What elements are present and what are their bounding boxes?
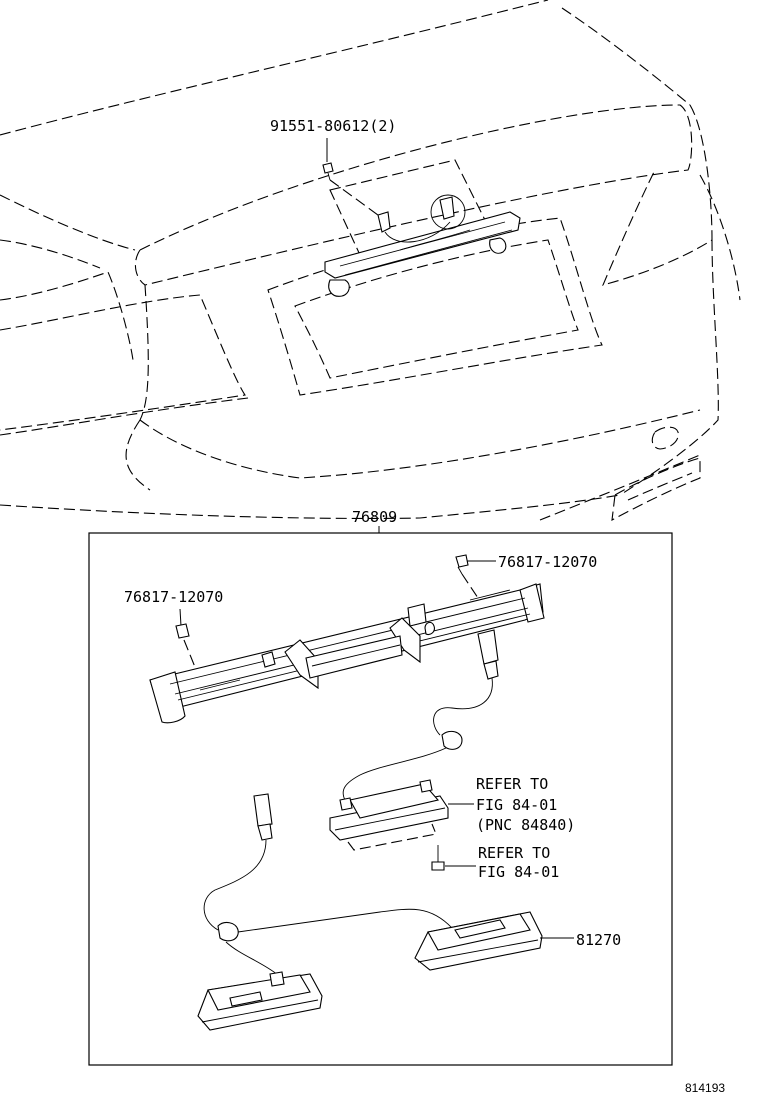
callout-76817-12070-right: 76817-12070 [498,553,597,571]
refer2-line1: REFER TO [478,844,550,862]
callout-81270: 81270 [576,931,621,949]
callout-91551-80612: 91551-80612(2) [270,117,396,135]
clip-right [455,554,496,599]
license-lamp-left [197,971,323,1031]
garnish-bracket [149,583,545,724]
license-lamp-81270-right [414,911,574,971]
detail-box [88,532,673,1066]
refer1-line2: FIG 84-01 [476,796,557,814]
figure-code: 814193 [685,1081,725,1095]
refer1-line1: REFER TO [476,775,548,793]
callout-76809: 76809 [352,508,397,526]
car-rear-outline [0,0,741,521]
garnish-installed [324,159,521,297]
refer2-line2: FIG 84-01 [478,863,559,881]
wire-upper [342,629,499,801]
callout-76817-12070-left: 76817-12070 [124,588,223,606]
nut-91551 [322,138,379,216]
screw [431,845,476,871]
license-lamp-upper [329,779,474,851]
clip-left [175,608,198,673]
wire-lower [203,793,453,976]
refer1-line3: (PNC 84840) [476,816,575,834]
